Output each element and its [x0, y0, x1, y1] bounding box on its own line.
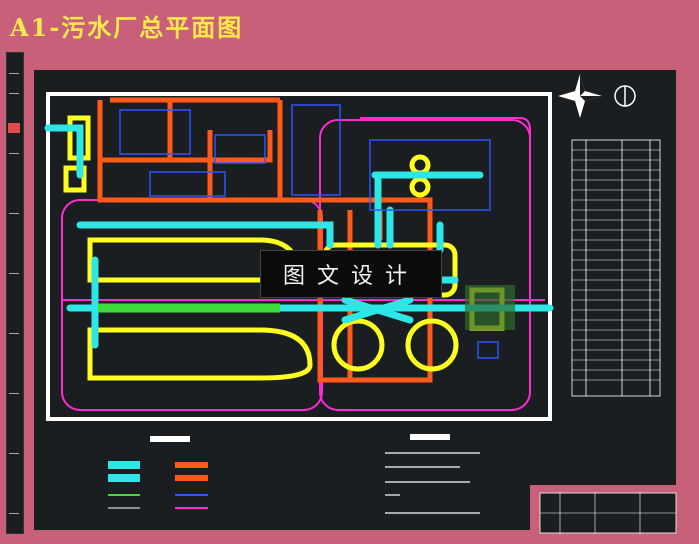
green-block [465, 285, 515, 330]
left-ruler [6, 52, 24, 534]
equipment-table [571, 139, 661, 397]
title-block [530, 485, 677, 535]
watermark: 图文设计 [260, 250, 442, 298]
compass-icon [614, 85, 636, 107]
section-marker-icon [150, 434, 450, 442]
legend [108, 461, 208, 509]
table-rows [572, 149, 660, 381]
drawing-title: A1-污水厂总平面图 [10, 13, 244, 42]
ruler-red-marker [8, 123, 20, 133]
site-boundary [46, 92, 552, 421]
buildings [119, 104, 499, 359]
notes [385, 452, 480, 514]
north-arrow-icon [558, 74, 602, 118]
